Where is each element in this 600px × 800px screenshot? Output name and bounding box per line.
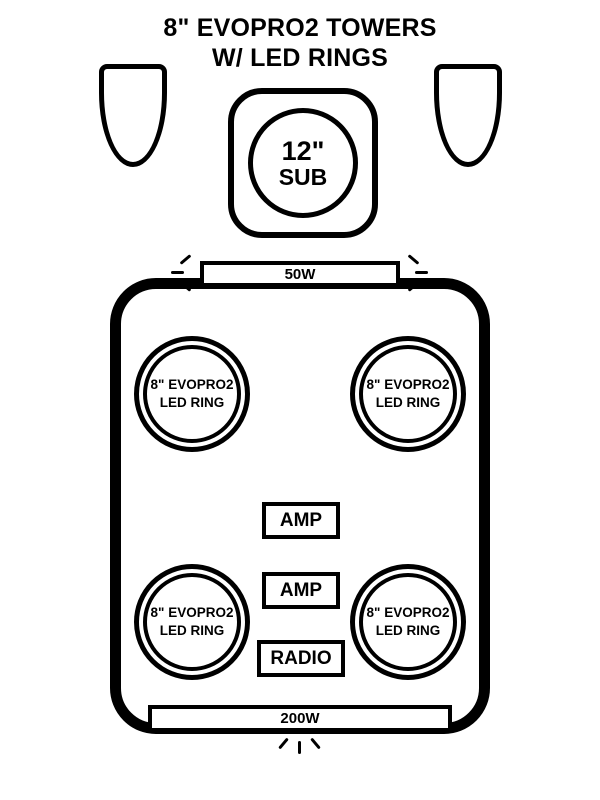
speaker-bottom-right: 8" EVOPRO2 LED RING: [350, 564, 466, 680]
speaker-bottom-left: 8" EVOPRO2 LED RING: [134, 564, 250, 680]
speaker-label-line-1: 8" EVOPRO2: [150, 377, 234, 393]
speaker-bottom-right-ring: 8" EVOPRO2 LED RING: [359, 573, 457, 671]
wattage-bar-top: 50W: [200, 261, 400, 287]
speaker-label-line-2: LED RING: [375, 623, 441, 638]
wattage-top-label: 50W: [284, 265, 316, 283]
speaker-label-line-2: LED RING: [159, 395, 225, 410]
amp-box-1: AMP: [262, 502, 340, 539]
radio-label: RADIO: [270, 647, 332, 669]
title-line-2: W/ LED RINGS: [211, 43, 388, 72]
shine-rays-right-icon: [415, 271, 428, 274]
speaker-top-left-ring: 8" EVOPRO2 LED RING: [143, 345, 241, 443]
speaker-bottom-left-ring: 8" EVOPRO2 LED RING: [143, 573, 241, 671]
amp-1-label: AMP: [279, 509, 323, 531]
radio-box: RADIO: [257, 640, 345, 677]
shine-rays-bottom-icon: [278, 737, 289, 750]
shine-rays-left-icon: [171, 271, 184, 274]
subwoofer-label: SUB: [278, 164, 328, 191]
diagram-title: 8" EVOPRO2 TOWERS W/ LED RINGS: [0, 14, 600, 73]
speaker-label-line-1: 8" EVOPRO2: [150, 605, 234, 621]
speaker-label-line-1: 8" EVOPRO2: [366, 605, 450, 621]
subwoofer-enclosure: 12" SUB: [228, 88, 378, 238]
speaker-top-right-ring: 8" EVOPRO2 LED RING: [359, 345, 457, 443]
subwoofer-size-label: 12": [281, 135, 325, 166]
speaker-label-line-2: LED RING: [375, 395, 441, 410]
speaker-top-left: 8" EVOPRO2 LED RING: [134, 336, 250, 452]
speaker-label-line-2: LED RING: [159, 623, 225, 638]
wattage-bar-bottom: 200W: [148, 705, 452, 732]
tower-pod-left-shape: [99, 64, 167, 167]
tower-pod-right-shape: [434, 64, 502, 167]
speaker-label-line-1: 8" EVOPRO2: [366, 377, 450, 393]
shine-rays-left-icon: [179, 254, 192, 265]
amp-2-label: AMP: [279, 579, 323, 601]
shine-rays-bottom-icon: [310, 737, 321, 750]
speaker-top-right: 8" EVOPRO2 LED RING: [350, 336, 466, 452]
wattage-bottom-label: 200W: [280, 710, 320, 727]
shine-rays-right-icon: [407, 254, 420, 265]
shine-rays-bottom-icon: [298, 741, 301, 754]
amp-box-2: AMP: [262, 572, 340, 609]
title-line-1: 8" EVOPRO2 TOWERS: [163, 14, 437, 42]
subwoofer-speaker: 12" SUB: [248, 108, 358, 218]
